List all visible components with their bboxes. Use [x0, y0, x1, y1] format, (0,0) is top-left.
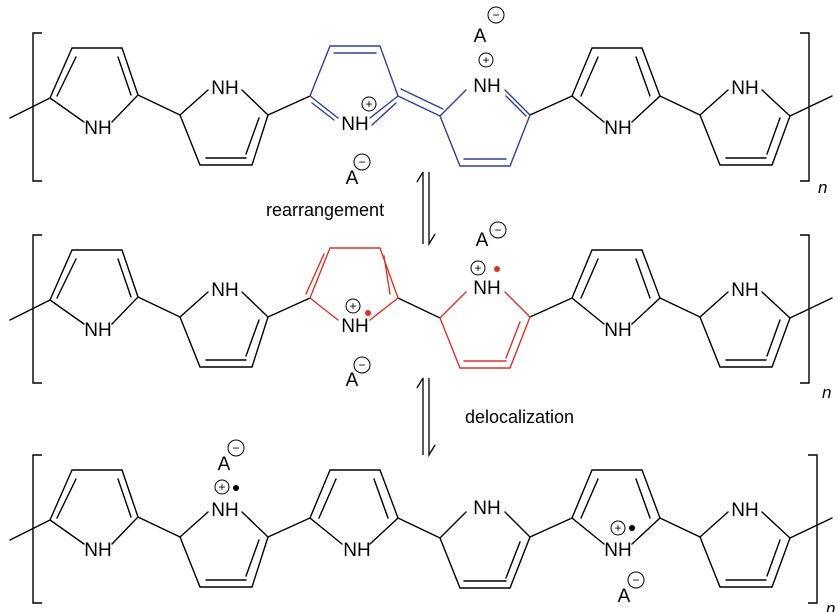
positive-charge: + [482, 53, 489, 67]
nh-label: NH [341, 114, 368, 135]
nh-label: NH [211, 78, 238, 99]
counter-anion: A [346, 370, 359, 391]
nh-label: NH [473, 76, 500, 97]
repeat-unit-subscript: n [826, 599, 835, 612]
negative-charge: − [632, 573, 639, 587]
positive-charge: + [218, 480, 225, 494]
charges [353, 6, 505, 171]
nh-label: NH [343, 540, 370, 561]
nh-label: NH [473, 278, 500, 299]
repeat-unit-subscript: n [822, 383, 831, 402]
counter-anion: A [218, 454, 231, 475]
nh-label: NH [604, 320, 631, 341]
nh-label: NH [473, 498, 500, 519]
equilibrium-arrow-delocalization [416, 377, 436, 458]
polymer-row-delocalized: NH NH NH NH NH NH + − + − A A n [9, 439, 835, 612]
negative-charge: − [494, 223, 501, 237]
negative-charge: − [492, 8, 499, 22]
bond-lines [9, 249, 833, 368]
positive-charge: + [474, 261, 481, 275]
polymer-bracket-left [32, 454, 42, 604]
nh-label: NH [604, 540, 631, 561]
polymer-bracket-left [32, 32, 42, 182]
charges [345, 221, 507, 374]
polymer-row-quinoid: NH NH NH NH NH NH + + − − A A n [9, 6, 833, 197]
counter-anion: A [474, 26, 487, 47]
nh-labels: NH NH NH NH NH NH [84, 76, 758, 139]
nh-labels: NH NH NH NH NH NH [84, 498, 758, 561]
positive-charge: + [349, 299, 356, 313]
nh-label: NH [731, 500, 758, 521]
radical-dot [494, 266, 500, 272]
quinoid-bonds [309, 45, 531, 167]
counter-anion: A [346, 168, 359, 189]
polymer-row-polaron: NH NH NH NH NH NH + + − − A A n [9, 221, 833, 402]
nh-label: NH [731, 78, 758, 99]
equilibrium-arrow-rearrangement [416, 171, 436, 247]
step-caption-delocalization: delocalization [465, 407, 574, 427]
radical-dot [629, 525, 635, 531]
nh-label: NH [604, 118, 631, 139]
nh-label: NH [84, 320, 111, 341]
nh-label: NH [211, 280, 238, 301]
polymer-bracket-left [32, 234, 42, 384]
nh-label: NH [211, 500, 238, 521]
nh-label: NH [341, 316, 368, 337]
polymer-bracket-right [808, 454, 818, 604]
repeat-unit-subscript: n [818, 178, 827, 197]
negative-charge: − [358, 155, 365, 169]
nh-label: NH [731, 280, 758, 301]
nh-label: NH [84, 118, 111, 139]
positive-charge: + [614, 521, 621, 535]
step-caption-rearrangement: rearrangement [266, 200, 384, 220]
radical-ring-bonds [305, 247, 531, 369]
counter-anion: A [476, 230, 489, 251]
nh-labels: NH NH NH NH NH NH [84, 278, 758, 341]
radical-dot [233, 485, 239, 491]
bond-lines [9, 47, 833, 166]
nh-label: NH [84, 540, 111, 561]
radical-dot [365, 310, 371, 316]
negative-charge: − [358, 358, 365, 372]
negative-charge: − [232, 441, 239, 455]
positive-charge: + [365, 97, 372, 111]
charges [214, 439, 645, 589]
counter-anion: A [618, 586, 631, 607]
bond-lines [9, 469, 833, 589]
